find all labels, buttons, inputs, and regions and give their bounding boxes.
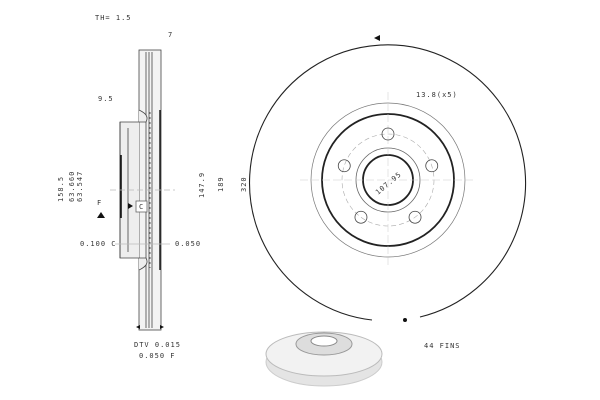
dim-63-547: 63.547 <box>76 171 84 202</box>
datum-c-box <box>135 200 148 213</box>
fins-label: 44 FINS <box>424 342 461 350</box>
bolt-hole <box>381 127 395 141</box>
dim-9-5: 9.5 <box>98 95 114 103</box>
bolt-hole-label: 13.8(x5) <box>416 91 458 99</box>
dim-63-660: 63.660 <box>68 171 76 202</box>
dtv-label: DTV 0.015 <box>134 341 181 349</box>
datum-c-label: C <box>139 203 144 211</box>
runout-label: 0.050 F <box>139 352 176 360</box>
bolt-hole <box>354 210 368 224</box>
bolt-hole <box>425 159 439 173</box>
dim-320: 320 <box>240 176 248 192</box>
side-section-view <box>97 49 175 331</box>
dim-189: 189 <box>217 176 225 192</box>
datum-f-label: F <box>97 199 102 207</box>
datum-f-marker <box>97 212 105 218</box>
disc-3d-thumbnail <box>265 331 383 387</box>
dim-158-5: 158.5 <box>57 176 65 202</box>
tolerance-left: 0.100 C <box>80 240 117 248</box>
bolt-hole <box>408 210 422 224</box>
outer-diameter <box>249 44 527 321</box>
bolt-hole <box>337 159 351 173</box>
thickness-label: TH= 1.5 <box>95 14 132 22</box>
front-view <box>249 35 527 322</box>
dim-7: 7 <box>168 31 173 39</box>
tolerance-right: 0.050 <box>175 240 201 248</box>
dim-147-9: 147.9 <box>198 172 206 198</box>
bolt-holes <box>337 127 439 224</box>
bolt-circle-label: 107.95 <box>374 170 403 196</box>
